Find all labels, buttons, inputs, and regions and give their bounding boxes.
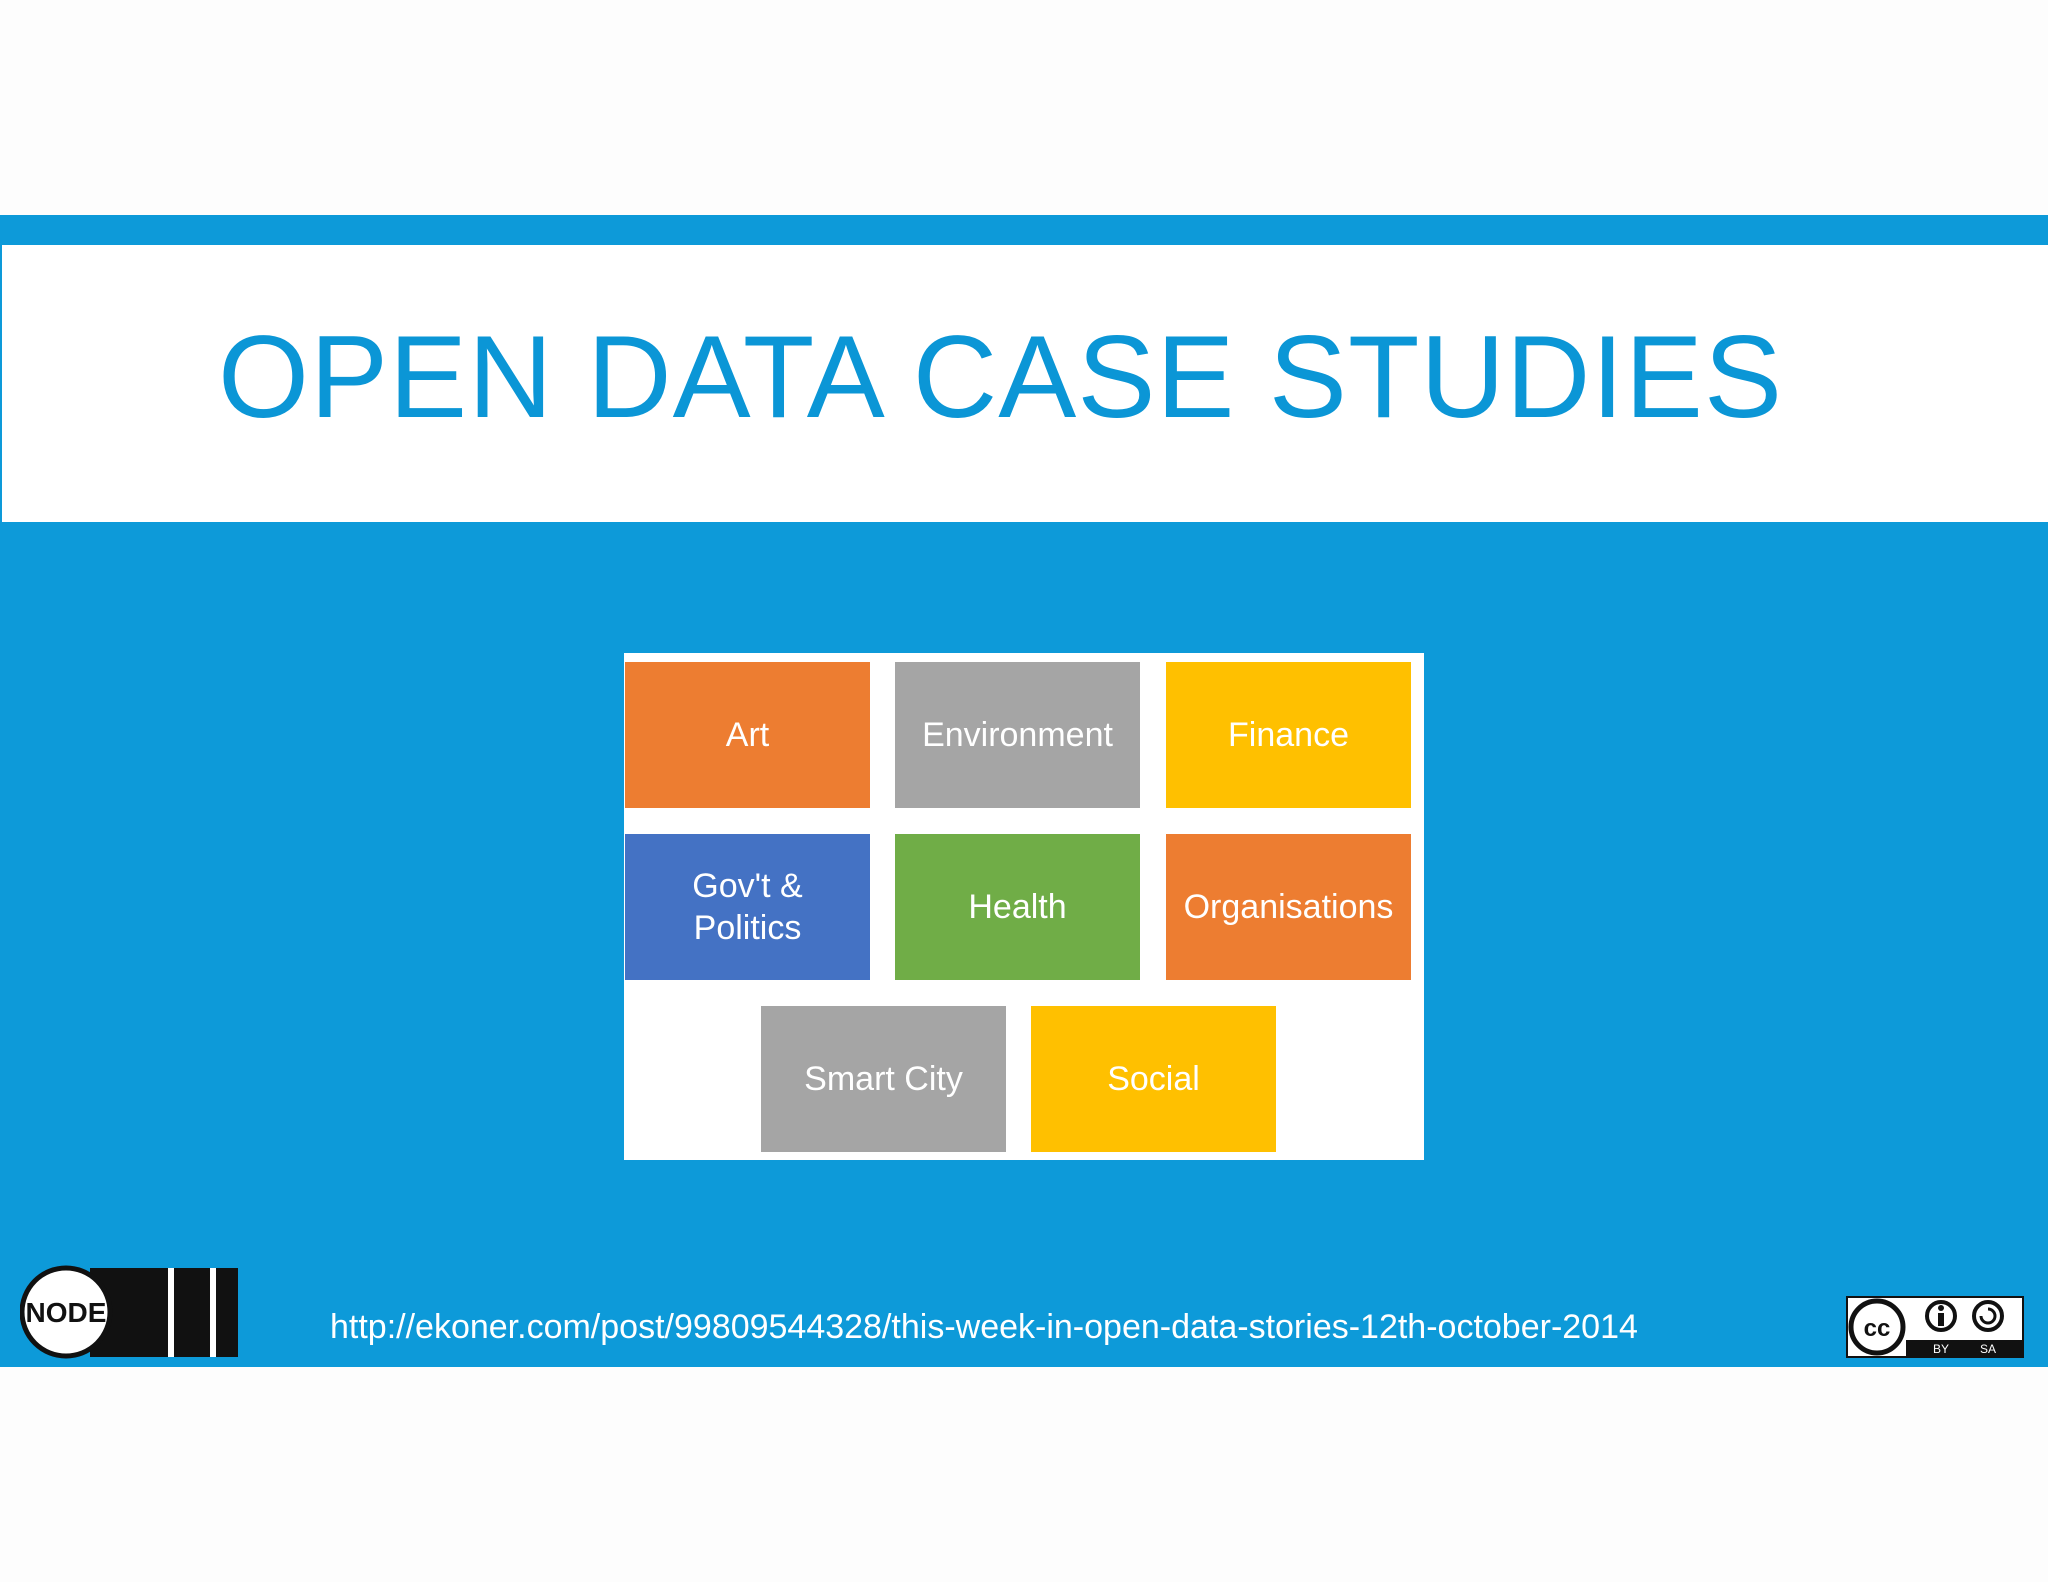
odi-node-logo: NODE — [20, 1265, 238, 1359]
category-grid: Art Environment Finance Gov't & Politics… — [624, 653, 1424, 1160]
by-label: BY — [1933, 1342, 1949, 1356]
title-area — [0, 245, 2048, 522]
category-tile-smart-city: Smart City — [761, 1006, 1006, 1152]
category-tile-govt-politics: Gov't & Politics — [625, 834, 870, 980]
sa-label: SA — [1980, 1342, 1996, 1356]
source-url[interactable]: http://ekoner.com/post/99809544328/this-… — [330, 1308, 1638, 1346]
logo-node-text: NODE — [26, 1297, 107, 1328]
category-tile-art: Art — [625, 662, 870, 808]
category-tile-environment: Environment — [895, 662, 1140, 808]
category-tile-finance: Finance — [1166, 662, 1411, 808]
category-tile-social: Social — [1031, 1006, 1276, 1152]
top-accent-band — [0, 215, 2048, 245]
slide-title: OPEN DATA CASE STUDIES — [218, 311, 1783, 442]
category-tile-organisations: Organisations — [1166, 834, 1411, 980]
cc-by-sa-badge: cc BY SA — [1846, 1296, 2024, 1358]
category-tile-health: Health — [895, 834, 1140, 980]
cc-icon: cc — [1864, 1315, 1891, 1342]
